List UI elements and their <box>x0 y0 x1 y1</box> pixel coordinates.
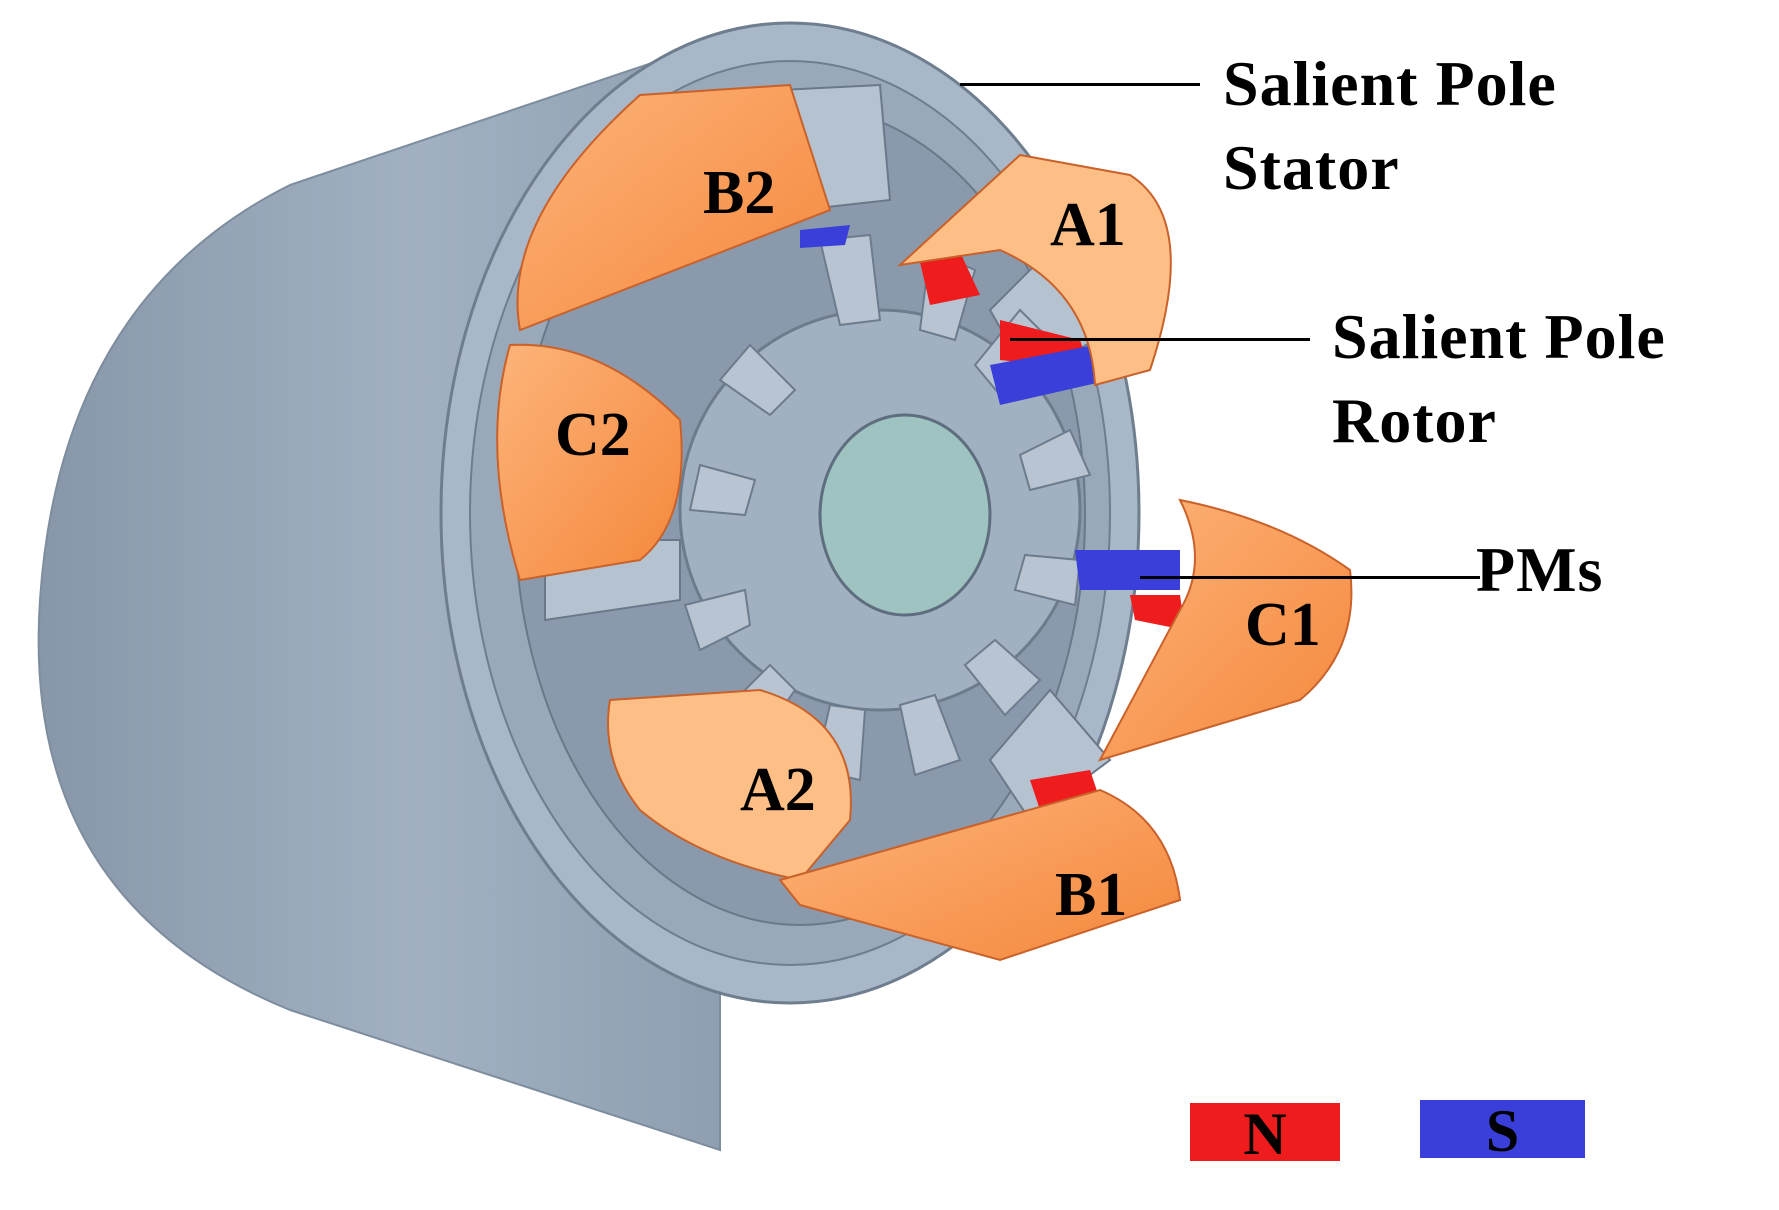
coil-label-c1: C1 <box>1245 591 1321 659</box>
callout-stator-line1: Salient Pole <box>1223 48 1557 119</box>
leader-rotor <box>1010 338 1310 341</box>
coil-label-a1: A1 <box>1050 191 1126 259</box>
leader-pms <box>1140 576 1480 579</box>
legend-north-label: N <box>1243 1101 1287 1167</box>
coil-b1 <box>778 788 1182 962</box>
callout-rotor: Salient Pole Rotor <box>1332 295 1666 463</box>
coil-b2 <box>516 83 832 332</box>
rotor <box>678 233 1092 782</box>
legend-south: S <box>1420 1100 1585 1162</box>
callout-rotor-line2: Rotor <box>1332 385 1497 456</box>
leader-stator <box>960 83 1200 86</box>
legend-south-label: S <box>1485 1098 1520 1164</box>
callout-rotor-line1: Salient Pole <box>1332 301 1666 372</box>
coil-label-a2: A2 <box>740 756 816 824</box>
coil-c2 <box>496 343 683 582</box>
callout-pms-text: PMs <box>1476 534 1604 605</box>
coil-a1 <box>896 153 1172 387</box>
shaft <box>818 413 992 617</box>
permanent-magnets <box>800 225 1185 810</box>
coils <box>496 83 1353 962</box>
coil-label-c2: C2 <box>555 401 631 469</box>
legend-north: N <box>1190 1103 1340 1165</box>
callout-stator-line2: Stator <box>1223 132 1400 203</box>
coil-c1 <box>1097 498 1353 762</box>
coil-a2 <box>607 688 852 882</box>
coil-label-b2: B2 <box>703 159 775 227</box>
callout-pms: PMs <box>1476 528 1603 612</box>
callout-stator: Salient Pole Stator <box>1223 42 1557 210</box>
coil-label-b1: B1 <box>1055 861 1127 929</box>
